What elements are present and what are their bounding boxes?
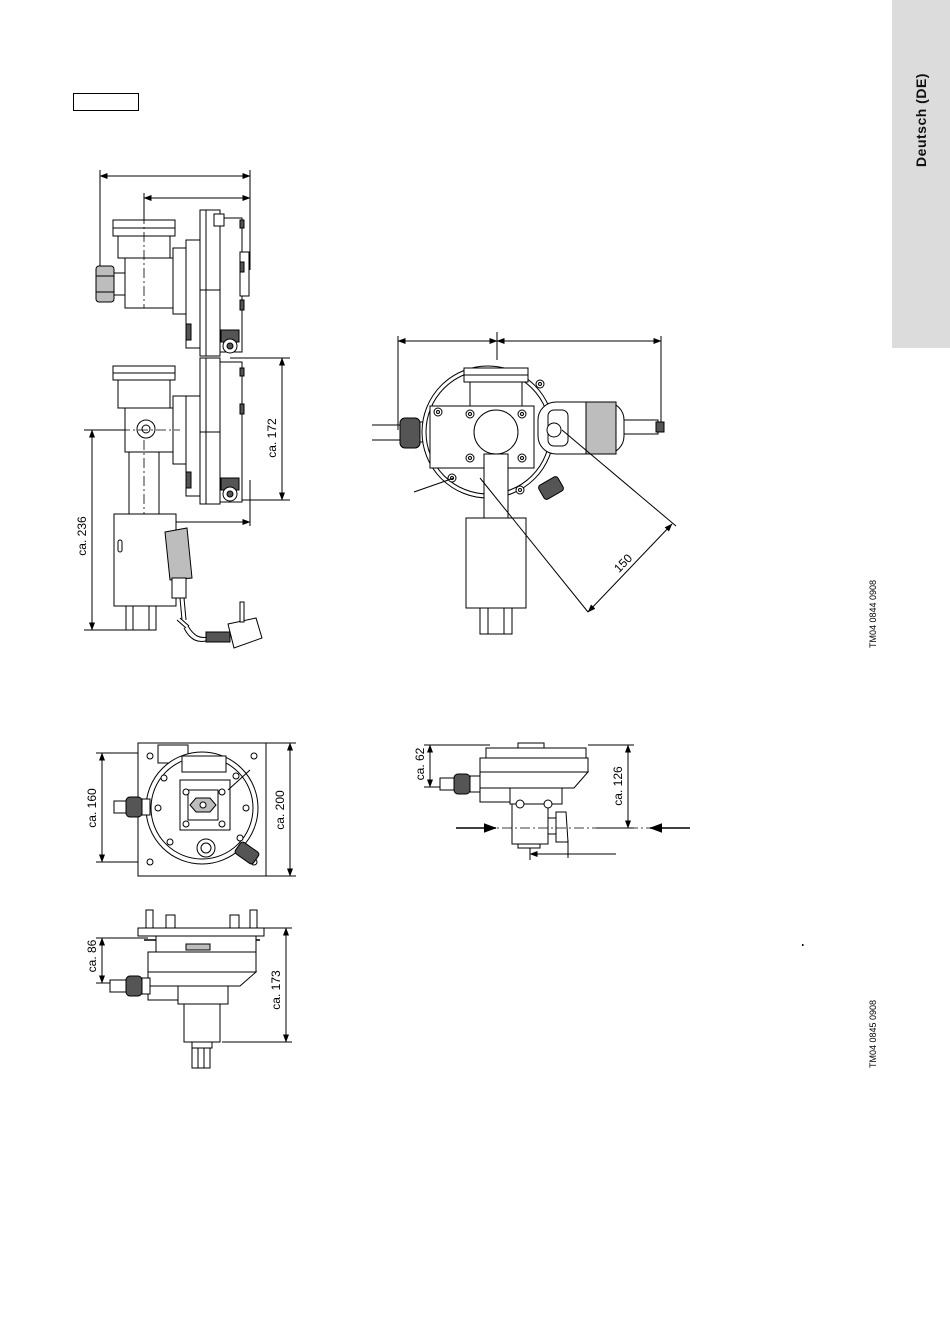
dim-ca-86: ca. 86 xyxy=(85,939,99,972)
dim-ca-200: ca. 200 xyxy=(273,790,287,830)
dim-ca-62: ca. 62 xyxy=(413,747,427,780)
dim-ca-160: ca. 160 xyxy=(85,788,99,828)
profile-view: ca. 62 ca. 126 xyxy=(413,743,690,860)
drawing-code-bottom: TM04 0845 0908 xyxy=(868,1000,878,1068)
dim-ca-236: ca. 236 xyxy=(75,516,89,556)
dim-150: 150 xyxy=(611,551,635,575)
drawing-code-top: TM04 0844 0908 xyxy=(868,580,878,648)
front-view: 150 xyxy=(372,332,676,634)
plate-top-view: ca. 160 ca. 200 xyxy=(85,743,296,876)
dim-ca-126: ca. 126 xyxy=(611,766,625,806)
dim-ca-172: ca. 172 xyxy=(265,418,279,458)
side-view-lower-unit: ca. 172 ca. 236 xyxy=(75,358,290,648)
plate-side-view: ca. 86 ca. 173 xyxy=(85,910,292,1068)
dim-ca-173: ca. 173 xyxy=(269,970,283,1010)
side-view-upper-unit xyxy=(96,170,250,356)
